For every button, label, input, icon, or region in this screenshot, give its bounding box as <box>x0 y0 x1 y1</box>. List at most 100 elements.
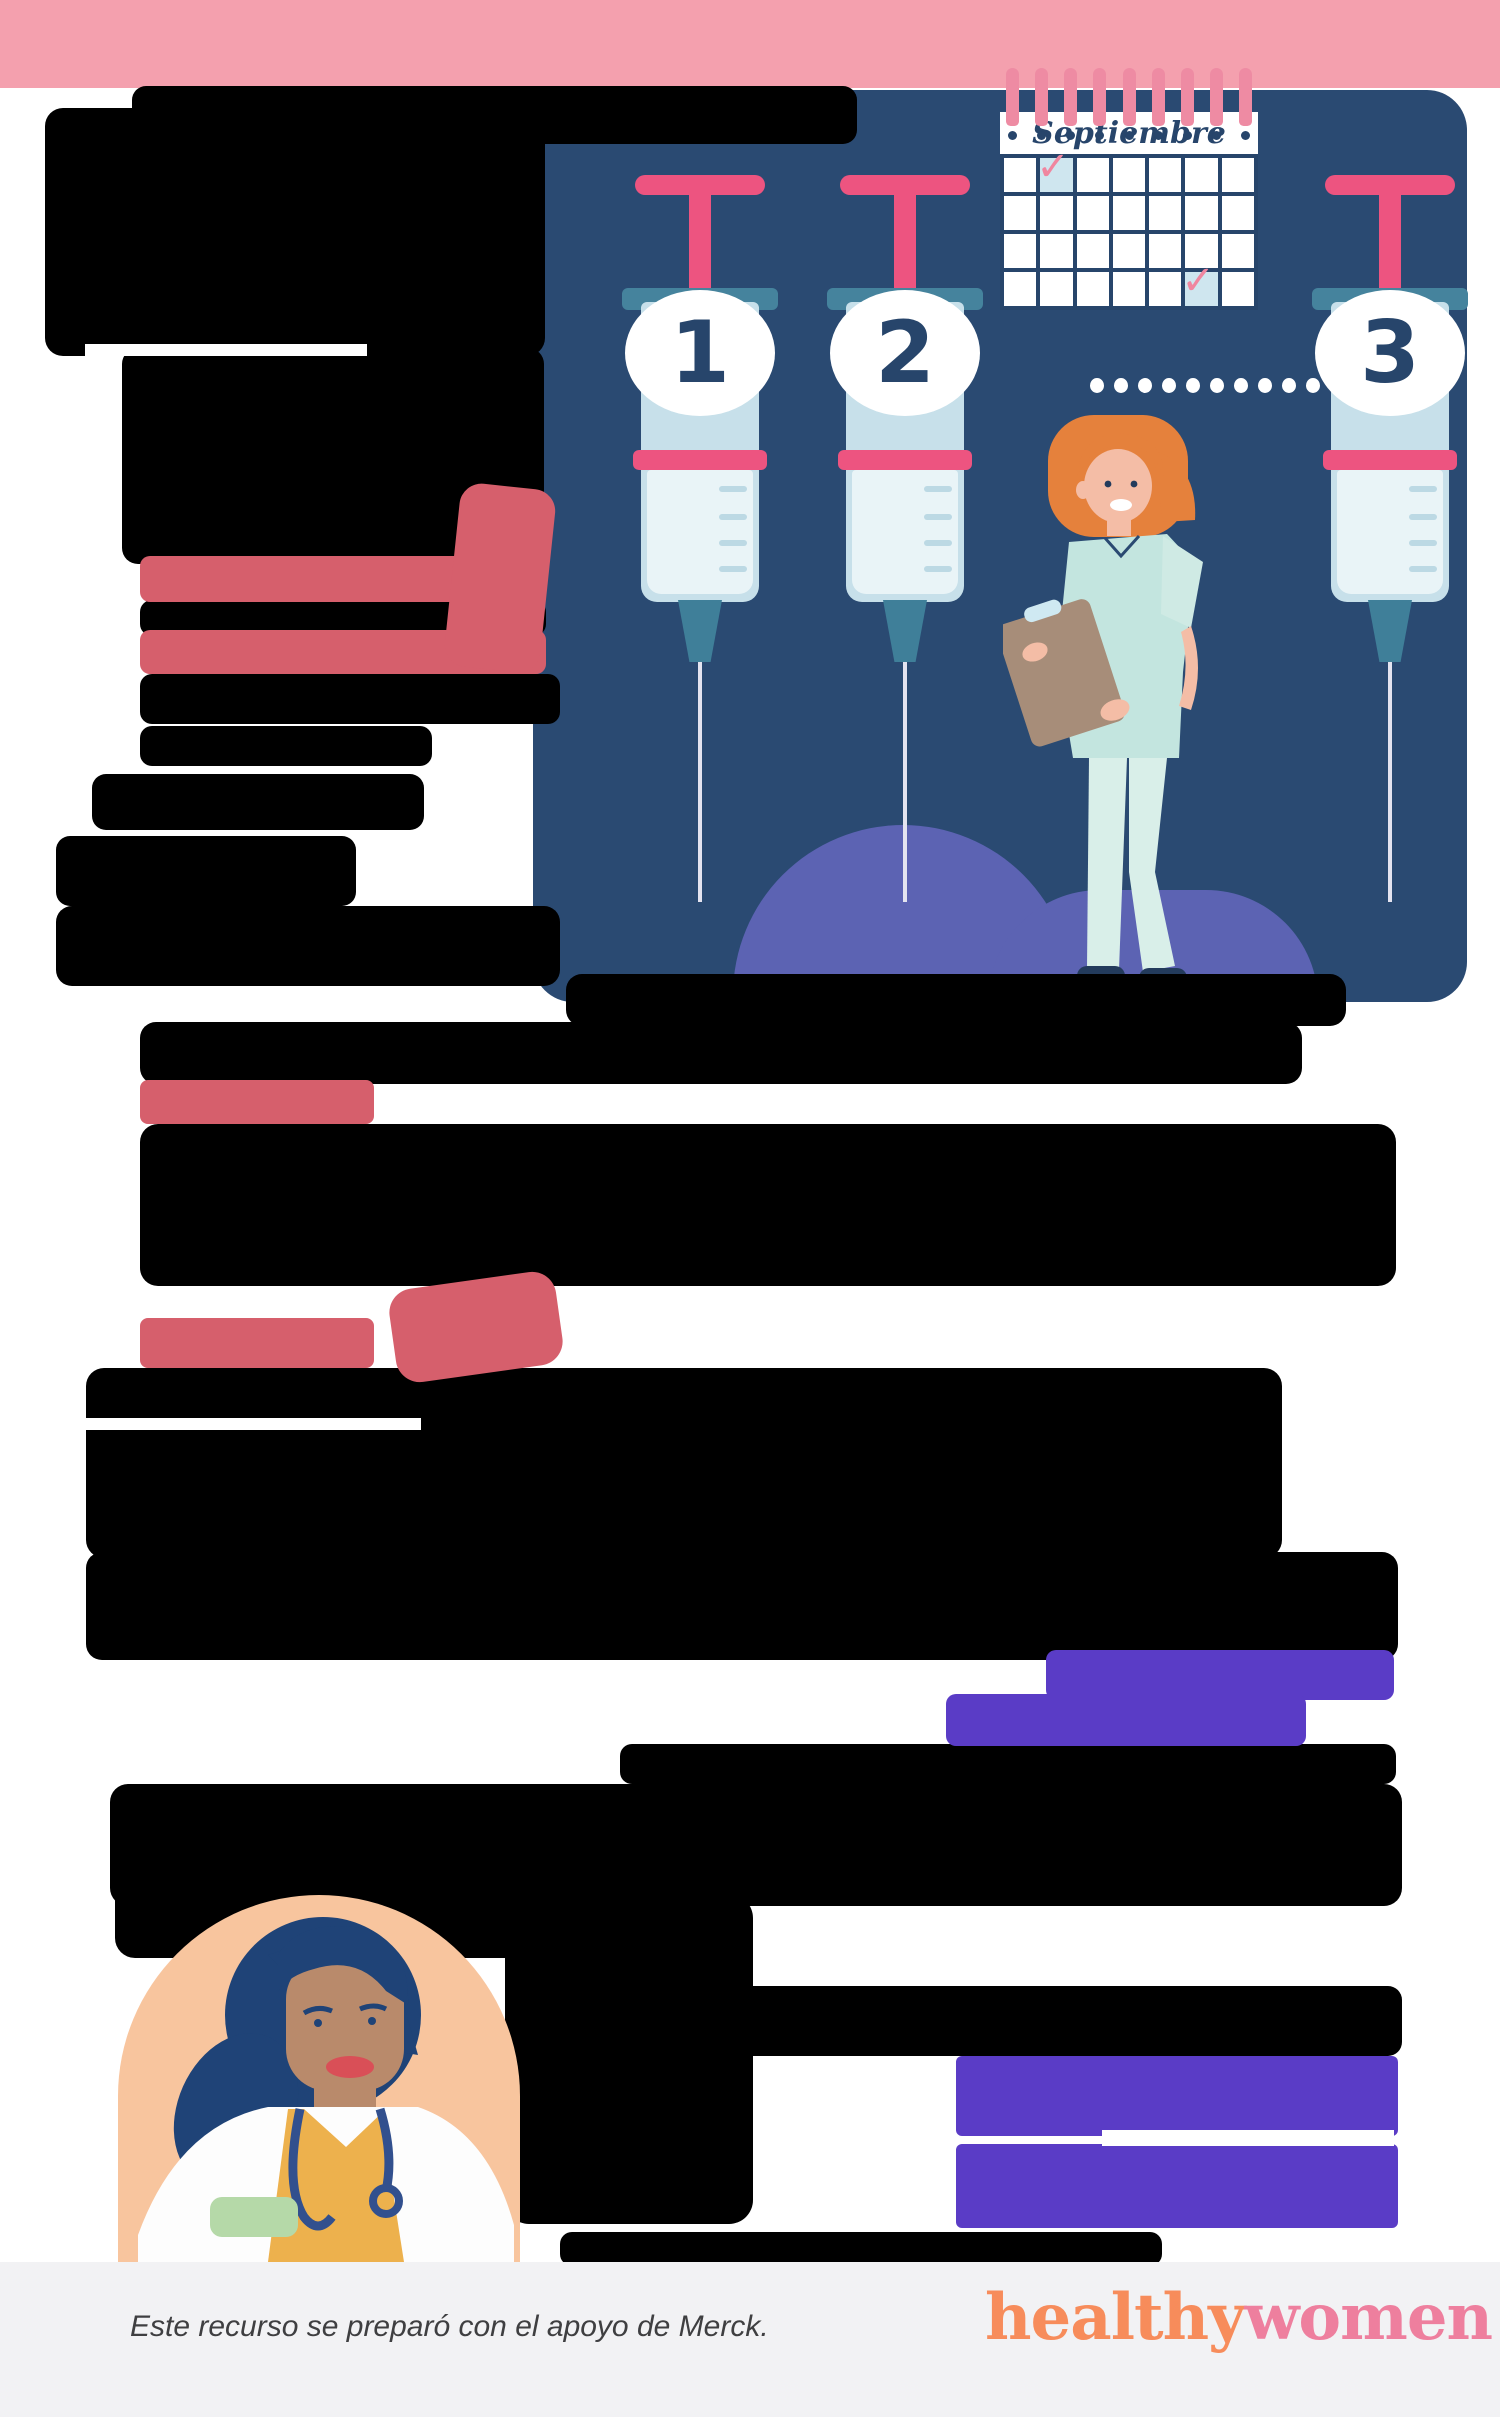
syringe-barrel-fill <box>1337 470 1443 594</box>
redaction-gap <box>85 344 367 356</box>
redacted-text-blob <box>560 1986 1402 2056</box>
syringe-tick <box>719 540 747 546</box>
syringe-needle <box>903 662 907 902</box>
calendar-ring-hole <box>1211 131 1221 140</box>
header-band <box>0 0 1500 88</box>
syringe-tick <box>1409 540 1437 546</box>
redacted-red-heading-blob <box>140 1080 374 1124</box>
syringe-tick <box>924 514 952 520</box>
calendar-ring-tab <box>1035 68 1049 140</box>
calendar-cell <box>1076 234 1109 268</box>
syringe-1-illustration <box>615 175 785 915</box>
redacted-purple-text-blob <box>1046 1650 1394 1700</box>
syringe-stopper <box>1323 450 1457 470</box>
connector-dot <box>1282 378 1296 393</box>
calendar-cell <box>1221 272 1254 306</box>
syringe-barrel-fill <box>852 470 958 594</box>
calendar-cell <box>1112 272 1146 306</box>
calendar-ring-tab <box>1064 68 1078 140</box>
syringe-needle-hub <box>883 600 927 662</box>
redacted-caption-blob <box>140 1022 1302 1084</box>
calendar-illustration: Septiembre ✓✓ <box>1000 68 1258 408</box>
redaction-gap <box>1102 2130 1394 2146</box>
syringe-needle-hub <box>1368 600 1412 662</box>
syringe-3-illustration <box>1305 175 1475 915</box>
calendar-cell <box>1221 196 1254 230</box>
calendar-cell <box>1149 234 1182 268</box>
calendar-cell <box>1040 234 1073 268</box>
calendar-cell <box>1076 196 1109 230</box>
calendar-cell <box>1112 234 1146 268</box>
connector-dot <box>1258 378 1272 393</box>
connector-dot <box>1090 378 1104 393</box>
calendar-cell <box>1076 272 1109 306</box>
redacted-purple-text-blob <box>956 2056 1398 2136</box>
syringe-tick <box>924 486 952 492</box>
calendar-cell <box>1185 234 1218 268</box>
connector-dot <box>1210 378 1224 393</box>
doctor-arch <box>118 1895 520 2262</box>
syringe-needle <box>1388 662 1392 902</box>
calendar-cell <box>1004 196 1037 230</box>
redacted-text-blob <box>86 1368 1282 1558</box>
syringe-2-illustration <box>820 175 990 915</box>
calendar-ring-tab <box>1093 68 1107 140</box>
redacted-text-blob <box>140 674 560 724</box>
syringe-barrel-fill <box>647 470 753 594</box>
syringe-tick <box>1409 486 1437 492</box>
redacted-text-blob <box>560 2232 1162 2266</box>
calendar-ring-hole <box>1008 131 1017 140</box>
dotted-connector <box>1090 378 1344 393</box>
calendar-ring-hole <box>1095 131 1105 140</box>
calendar-ring-hole <box>1066 131 1076 140</box>
calendar-ring-tab <box>1209 68 1223 140</box>
attribution-text: Este recurso se preparó con el apoyo de … <box>130 2310 769 2343</box>
syringe-needle <box>698 662 702 902</box>
logo-women: women <box>1244 2280 1493 2355</box>
syringe-stopper <box>838 450 972 470</box>
calendar-ring-hole <box>1037 131 1047 140</box>
calendar-cell <box>1112 196 1146 230</box>
syringe-tick <box>719 566 747 572</box>
footer-band: Este recurso se preparó con el apoyo de … <box>0 2262 1500 2417</box>
dose-circle-2: 2 <box>830 290 980 416</box>
dose-number: 3 <box>1360 303 1420 403</box>
dose-number: 1 <box>670 303 730 403</box>
calendar-ring-hole <box>1153 131 1163 140</box>
redacted-text-blob <box>505 1894 753 2224</box>
calendar-cell: ✓ <box>1036 144 1073 192</box>
calendar-grid: ✓✓ <box>1000 144 1258 310</box>
connector-dot <box>1162 378 1176 393</box>
calendar-ring-hole <box>1124 131 1134 140</box>
syringe-tick <box>1409 514 1437 520</box>
calendar-ring-tab <box>1151 68 1165 140</box>
calendar-cell <box>1149 272 1182 306</box>
calendar-ring-tab <box>1006 68 1019 140</box>
nurse-illustration <box>1003 415 1203 992</box>
connector-dot <box>1138 378 1152 393</box>
calendar-cell <box>1221 234 1254 268</box>
syringe-tick <box>924 566 952 572</box>
connector-dot <box>1306 378 1320 393</box>
syringe-tick <box>924 540 952 546</box>
calendar-ring-tab <box>1122 68 1136 140</box>
redacted-purple-text-blob <box>956 2144 1398 2228</box>
connector-dot <box>1186 378 1200 393</box>
calendar-cell <box>1149 158 1182 192</box>
calendar-cell <box>1112 158 1146 192</box>
illustration-panel: Septiembre ✓✓ <box>533 68 1468 1002</box>
redacted-purple-text-blob <box>946 1694 1306 1746</box>
redacted-text-blob <box>92 774 424 830</box>
calendar-cell: ✓ <box>1181 258 1218 306</box>
calendar-ring-tab <box>1180 68 1194 140</box>
dose-circle-3: 3 <box>1315 290 1465 416</box>
syringe-tick <box>1409 566 1437 572</box>
syringe-tick <box>719 486 747 492</box>
redacted-text-blob <box>140 1124 1396 1286</box>
calendar-cell <box>1076 158 1109 192</box>
connector-dot <box>1114 378 1128 393</box>
syringe-tick <box>719 514 747 520</box>
dose-number: 2 <box>875 303 935 403</box>
doctor-illustration <box>138 1917 514 2262</box>
